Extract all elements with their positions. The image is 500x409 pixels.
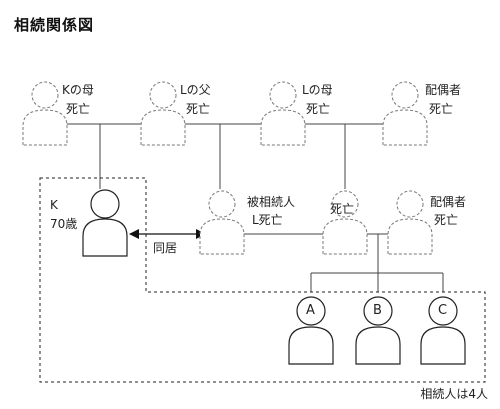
spouse-top-label: 配偶者 — [425, 83, 462, 97]
person-icon-a — [288, 296, 334, 365]
page-title: 相続関係図 — [14, 16, 95, 34]
k-mother-status: 死亡 — [66, 102, 91, 116]
cohabit-label: 同居 — [153, 241, 178, 255]
spouse-top-status: 死亡 — [429, 102, 454, 116]
child-b-label: B — [373, 303, 382, 318]
sibling-status: 死亡 — [330, 202, 355, 216]
child-c-label: C — [438, 303, 448, 318]
spouse-mid-status: 死亡 — [434, 213, 459, 227]
person-icon-c — [420, 296, 466, 365]
l-father-status: 死亡 — [186, 102, 211, 116]
heirs-count-note: 相続人は4人 — [420, 387, 488, 401]
heirs-boundary — [39, 177, 486, 383]
k-name-label: K — [50, 198, 58, 212]
person-icon-k-mother — [22, 81, 68, 146]
person-icon-l-mother — [260, 81, 306, 146]
k-age-label: 70歳 — [50, 217, 78, 231]
l-mother-status: 死亡 — [306, 102, 331, 116]
k-mother-label: Kの母 — [62, 83, 94, 97]
person-icon-spouse-top — [382, 81, 428, 146]
person-icon-l-father — [140, 81, 186, 146]
person-icon-decedent — [199, 190, 245, 255]
l-father-label: Lの父 — [180, 83, 211, 97]
decedent-status: L死亡 — [252, 213, 283, 227]
decedent-label: 被相続人 — [247, 195, 296, 209]
person-icon-sibling — [322, 190, 368, 255]
person-icon-spouse-mid — [387, 190, 433, 255]
l-mother-label: Lの母 — [302, 83, 333, 97]
child-a-label: A — [306, 303, 315, 318]
person-icon-k — [82, 189, 128, 257]
person-icon-b — [355, 296, 401, 365]
spouse-mid-label: 配偶者 — [430, 195, 467, 209]
